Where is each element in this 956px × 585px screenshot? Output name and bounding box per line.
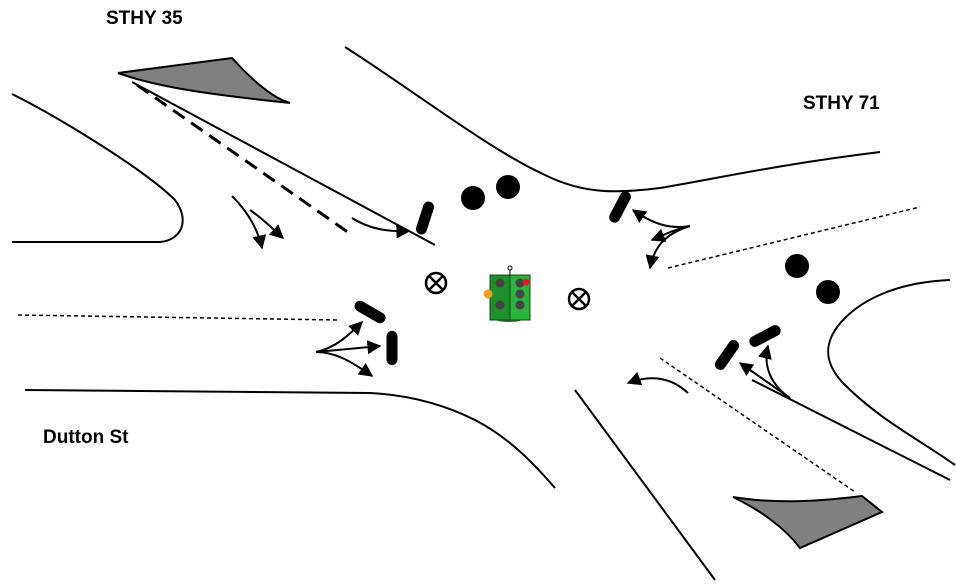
filled-circle-icon <box>816 280 840 304</box>
circled-x-icon <box>567 287 591 311</box>
nb-left-arrow <box>231 195 267 250</box>
circle-markers <box>461 175 840 304</box>
filled-circle-icon <box>785 254 809 278</box>
vehicle-icon <box>749 325 781 347</box>
north-island <box>117 56 291 104</box>
west-lane-dotted-line <box>17 314 339 321</box>
vehicle-icon <box>415 201 435 235</box>
north-lane-dashed-line <box>136 83 353 237</box>
traffic-signal-icon <box>483 265 531 322</box>
road-label-west: Dutton St <box>43 427 129 448</box>
vehicle-icon <box>714 340 740 370</box>
south-left-arrow <box>626 372 689 394</box>
road-label-east: STHY 71 <box>803 93 880 114</box>
movement-arrows <box>231 195 791 399</box>
road-label-north: STHY 35 <box>106 8 183 29</box>
circled-x-icon <box>424 271 448 295</box>
north-turn-arrow <box>351 217 411 239</box>
nb-right-arrow <box>249 209 285 239</box>
east-lane-dotted-line <box>667 206 921 269</box>
south-island <box>732 494 884 550</box>
west-up-arrow <box>315 321 363 353</box>
south-up-arrow-2 <box>758 344 791 399</box>
east-up-arrow <box>631 209 691 228</box>
vehicle-icon <box>354 300 386 324</box>
east-down-arrow <box>645 225 691 270</box>
nw-road-edge <box>11 93 184 243</box>
east-road-lower-edge <box>827 279 956 466</box>
south-lane-dotted-line <box>659 357 856 493</box>
west-straight-arrow <box>315 340 382 355</box>
south-road-east-edge <box>751 379 951 481</box>
control-points <box>424 271 591 311</box>
north-road-east-edge <box>344 46 881 193</box>
vehicles <box>354 191 781 370</box>
road-edges <box>11 46 956 581</box>
west-down-arrow <box>315 351 374 377</box>
filled-circle-icon <box>461 186 485 210</box>
sw-road-edge <box>24 389 556 489</box>
south-road-west-edge <box>574 389 716 581</box>
north-road-west-edge <box>131 81 436 246</box>
filled-circle-icon <box>496 175 520 199</box>
vehicle-icon <box>386 331 398 365</box>
vehicle-icon <box>609 191 631 223</box>
